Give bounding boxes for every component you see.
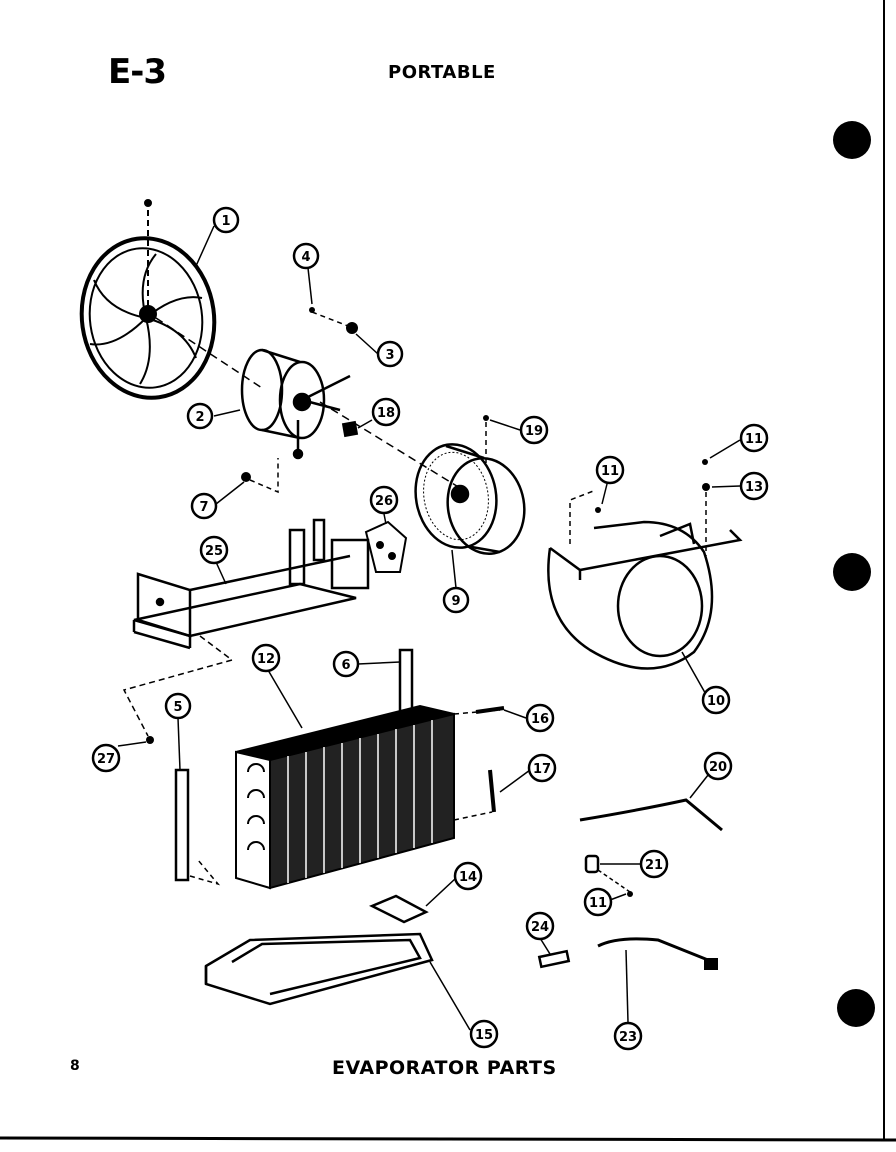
callout-3: 3 [376, 340, 404, 368]
svg-text:19: 19 [525, 424, 543, 439]
callout-5: 5 [164, 692, 192, 720]
binder-hole-top [833, 121, 871, 159]
callout-12: 12 [251, 643, 281, 673]
footer-title: EVAPORATOR PARTS [332, 1057, 557, 1079]
svg-text:12: 12 [257, 652, 275, 667]
callout-21: 21 [639, 849, 669, 879]
callout-24: 24 [525, 911, 555, 941]
svg-text:27: 27 [97, 752, 115, 767]
fitting-21-part [584, 854, 600, 874]
callout-15: 15 [469, 1019, 499, 1049]
screw-11b-part [595, 507, 601, 513]
svg-text:17: 17 [533, 762, 551, 777]
callout-16: 16 [525, 703, 555, 733]
callout-13: 13 [739, 471, 769, 501]
svg-text:16: 16 [531, 712, 549, 727]
nut-part [346, 322, 358, 334]
cover-14-part [368, 894, 429, 924]
screw-part [309, 307, 315, 313]
fitting-24-part [537, 949, 571, 969]
drain-tube-20-part [579, 798, 723, 832]
svg-text:6: 6 [341, 658, 350, 673]
evaporator-coil-part [235, 704, 455, 890]
binder-hole-bottom [837, 989, 875, 1027]
page-title: PORTABLE [388, 62, 496, 83]
svg-text:23: 23 [619, 1030, 637, 1045]
callout-1: 1 [212, 206, 240, 234]
leader-screw-27 [122, 635, 234, 737]
callout-17: 17 [527, 753, 557, 783]
callout-4: 4 [292, 242, 320, 270]
callout-9: 9 [442, 586, 470, 614]
svg-text:15: 15 [475, 1028, 493, 1043]
gasket-26-part [364, 520, 408, 573]
section-code: E-3 [108, 52, 167, 92]
leader-screw-11b [569, 489, 597, 544]
callout-20: 20 [703, 751, 733, 781]
svg-text:20: 20 [709, 760, 727, 775]
leader-tube-17 [453, 811, 493, 821]
callout-leaders [117, 225, 741, 1031]
svg-text:5: 5 [173, 700, 182, 715]
washer-13-part [702, 483, 710, 491]
callout-11-lower: 11 [583, 887, 613, 917]
blower-wheel-part [414, 443, 526, 555]
svg-text:18: 18 [377, 406, 395, 421]
svg-text:14: 14 [459, 870, 477, 885]
svg-text:11: 11 [601, 464, 619, 479]
callout-27: 27 [91, 743, 121, 773]
callout-19: 19 [519, 415, 549, 445]
callout-11-housing: 11 [595, 455, 625, 485]
callout-14: 14 [453, 861, 483, 891]
fan-motor-part [240, 348, 351, 460]
leader-screw-7 [249, 458, 279, 494]
tube-17-part [488, 769, 496, 813]
clip-part [341, 420, 359, 438]
svg-text:2: 2 [195, 410, 204, 425]
svg-text:26: 26 [375, 494, 393, 509]
callout-10: 10 [701, 685, 731, 715]
screw-27-part [146, 736, 154, 744]
tube-16-part [475, 706, 505, 714]
svg-text:4: 4 [301, 250, 310, 265]
page-number: 8 [70, 1058, 80, 1074]
drain-pan-part [204, 932, 434, 1006]
leader-bracket-5 [189, 859, 221, 886]
callout-11-top-right: 11 [739, 423, 769, 453]
binder-hole-middle [833, 553, 871, 591]
svg-text:24: 24 [531, 920, 549, 935]
fan-blade-part [79, 199, 217, 400]
leader-motor-to-wheel [319, 401, 461, 489]
svg-text:1: 1 [221, 214, 230, 229]
motor-bracket-part [132, 518, 370, 650]
callout-23: 23 [613, 1021, 643, 1051]
screw-11c-part [702, 459, 708, 465]
leader-screw-nut [311, 311, 349, 327]
bottom-border-line [0, 1136, 896, 1142]
hose-23-part [597, 937, 709, 962]
svg-text:3: 3 [385, 348, 394, 363]
svg-text:25: 25 [205, 544, 223, 559]
svg-text:9: 9 [451, 594, 460, 609]
callout-2: 2 [186, 402, 214, 430]
callout-7: 7 [190, 492, 218, 520]
svg-text:11: 11 [745, 432, 763, 447]
scroll-housing-part [547, 520, 743, 670]
screw-7-part [241, 472, 251, 482]
svg-text:10: 10 [707, 694, 725, 709]
svg-text:7: 7 [199, 500, 208, 515]
callout-26: 26 [369, 485, 399, 515]
screw-11a-part [627, 891, 633, 897]
screw-19-part [483, 415, 489, 421]
connector-23-part [704, 958, 718, 970]
svg-text:21: 21 [645, 858, 663, 873]
svg-text:11: 11 [589, 896, 607, 911]
side-bracket-5-part [174, 768, 190, 882]
svg-text:13: 13 [745, 480, 763, 495]
callout-18: 18 [371, 397, 401, 427]
callout-25: 25 [199, 535, 229, 565]
callout-6: 6 [332, 650, 360, 678]
